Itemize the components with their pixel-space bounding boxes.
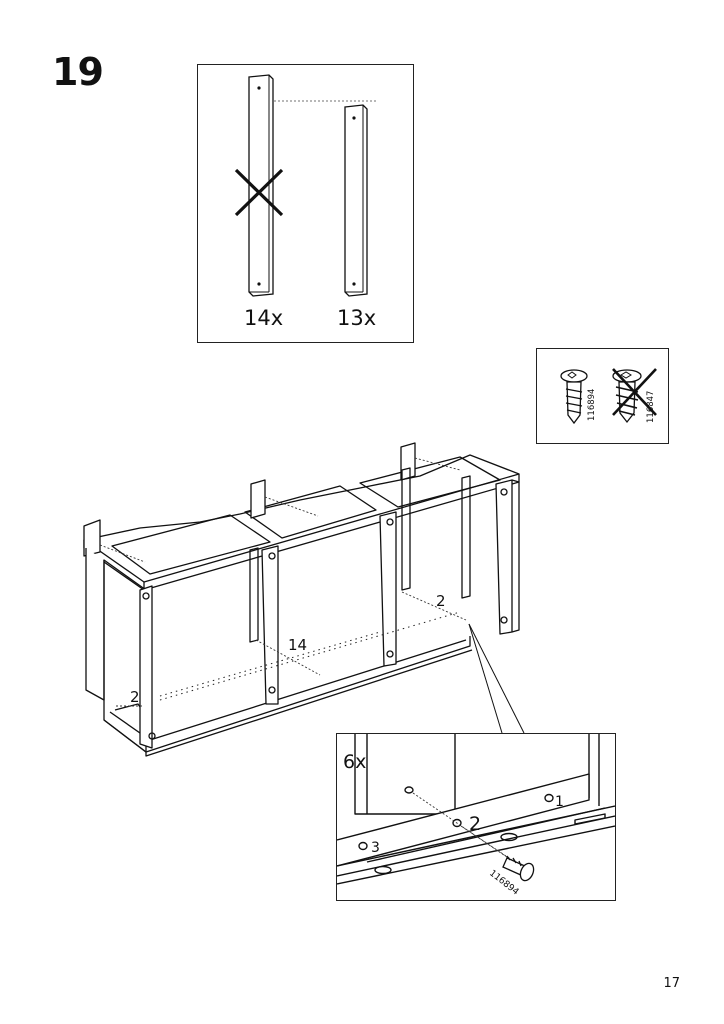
main-label-center: 14 — [288, 636, 307, 654]
main-label-right: 2 — [436, 592, 446, 610]
hole-label-1: 1 — [555, 794, 564, 810]
screw-icon — [560, 369, 588, 425]
screw-selection-panel: 116894 116847 — [536, 348, 669, 444]
hole-label-2: 2 — [469, 813, 481, 835]
cross-icon — [612, 368, 657, 416]
screw-selection-drawing: 116894 116847 — [560, 368, 657, 425]
step-number: 19 — [52, 50, 104, 94]
screw-code-keep: 116894 — [587, 389, 597, 421]
cross-icon — [234, 168, 284, 217]
long-board-quantity: 14x — [244, 306, 284, 330]
page-number: 17 — [663, 976, 680, 991]
screw-icon — [502, 855, 535, 882]
board-comparison-drawing — [234, 74, 378, 297]
main-label-left: 2 — [130, 688, 140, 706]
discard-screw-icon — [612, 369, 642, 424]
short-board-quantity: 13x — [337, 306, 377, 330]
short-board — [344, 104, 368, 297]
long-board — [248, 74, 274, 297]
hole-label-3: 3 — [371, 840, 380, 856]
detail-callout-drawing: 6x 1 2 3 116894 — [337, 734, 615, 898]
board-comparison-panel: 14x 13x — [197, 64, 414, 343]
detail-callout-panel: 6x 1 2 3 116894 — [336, 733, 616, 901]
detail-multiplier: 6x — [343, 751, 366, 773]
screw-code-discard: 116847 — [646, 391, 656, 423]
